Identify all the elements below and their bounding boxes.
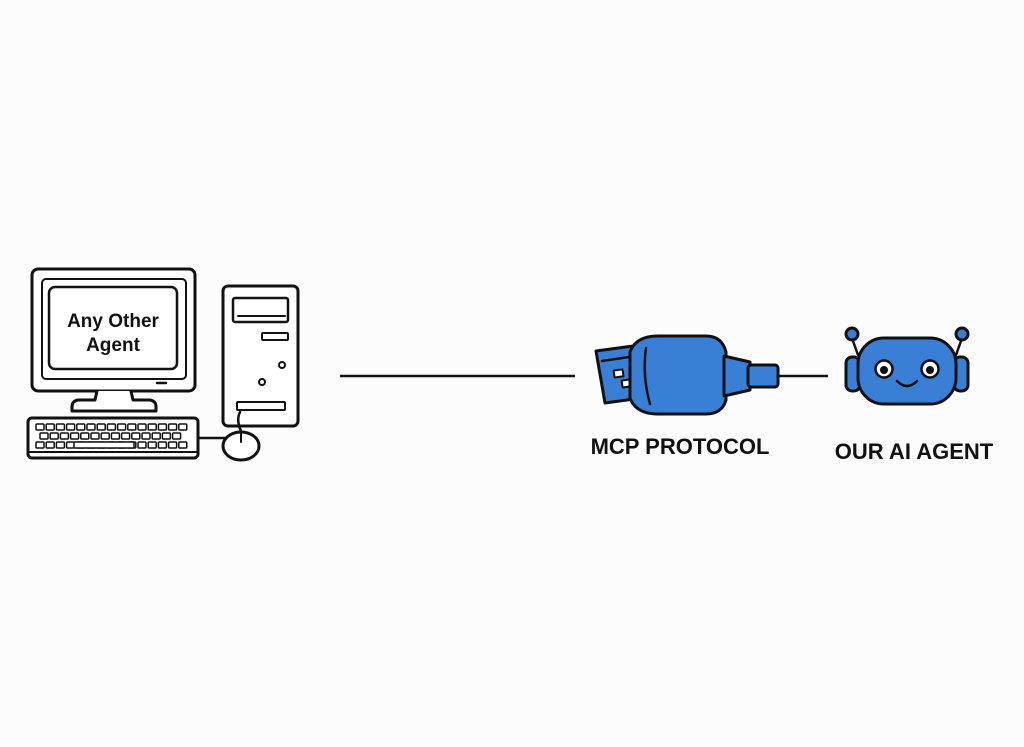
keyboard-key (45, 423, 55, 431)
robot-head-icon (844, 326, 970, 406)
monitor-screen (47, 285, 179, 371)
mcp-protocol-label: MCP PROTOCOL (591, 434, 770, 459)
keyboard-key (167, 441, 178, 449)
robot-face (856, 336, 958, 406)
usb-body (628, 334, 728, 416)
keyboard-key (161, 432, 172, 440)
usb-plug-icon (594, 334, 780, 416)
keyboard-key (141, 432, 151, 440)
keyboard-key (45, 441, 55, 449)
keyboard-key (137, 423, 147, 431)
keyboard-key (49, 432, 59, 440)
keyboard-key (131, 432, 141, 440)
tower-bay-2 (261, 332, 289, 341)
keyboard-key (137, 441, 147, 449)
keyboard-key (106, 423, 117, 431)
keyboard-key (171, 432, 182, 440)
keyboard-key (55, 423, 66, 431)
tower-slot (236, 401, 286, 411)
keyboard-key (35, 441, 45, 449)
desktop-computer-icon (26, 267, 300, 462)
keyboard-key (147, 423, 157, 431)
keyboard-key (39, 432, 49, 440)
keyboard-spacebar (73, 441, 135, 449)
keyboard-keys (35, 423, 188, 449)
keyboard-key (69, 432, 80, 440)
monitor-stand (70, 389, 158, 413)
keyboard-key (120, 432, 131, 440)
keyboard-key (178, 441, 188, 449)
keyboard-key (110, 432, 121, 440)
keyboard-key (116, 423, 127, 431)
robot-antenna-right (954, 326, 970, 342)
keyboard-key (157, 441, 168, 449)
keyboard-key (86, 423, 96, 431)
robot-antenna-left (844, 326, 860, 342)
mouse-cable (237, 410, 243, 433)
screen-text-line-2: Agent (86, 335, 141, 356)
keyboard-key (151, 432, 161, 440)
keyboard-key (157, 423, 168, 431)
keyboard-key (55, 441, 66, 449)
usb-contact-1 (612, 368, 625, 379)
usb-strain-relief (722, 354, 752, 398)
keyboard-key (65, 423, 76, 431)
keyboard-key (100, 432, 110, 440)
keyboard-key (35, 423, 45, 431)
robot-smile (895, 379, 919, 388)
keyboard-key (90, 432, 100, 440)
tower-bay-1 (231, 296, 290, 324)
tower-button-1 (258, 378, 266, 386)
keyboard-key (178, 423, 188, 431)
keyboard-key (147, 441, 157, 449)
keyboard-key (96, 423, 106, 431)
keyboard-key (127, 423, 137, 431)
ai-agent-label: OUR AI AGENT (835, 439, 994, 464)
monitor-bezel (41, 278, 187, 380)
screen-text-line-1: Any Other (67, 311, 159, 332)
keyboard-key (167, 423, 178, 431)
keyboard-key (59, 432, 70, 440)
keyboard-key (80, 432, 90, 440)
tower-button-2 (278, 361, 286, 369)
keyboard-key (76, 423, 86, 431)
